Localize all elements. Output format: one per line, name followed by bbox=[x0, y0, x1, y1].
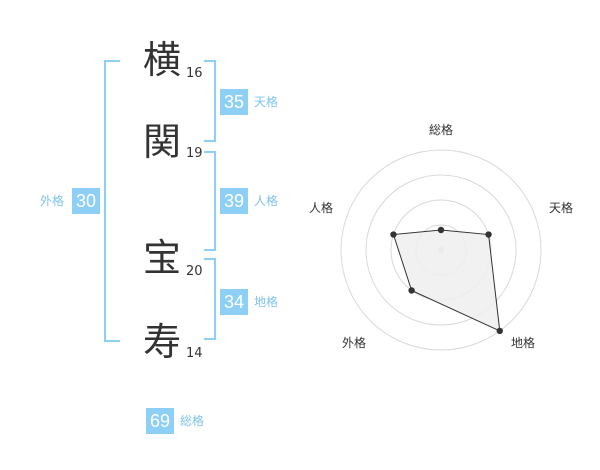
jinkaku-value: 39 bbox=[220, 188, 248, 214]
tenkaku-bracket bbox=[204, 60, 216, 142]
radar-ring bbox=[365, 174, 517, 326]
stroke-count-4: 14 bbox=[186, 346, 203, 361]
gaikaku-bracket bbox=[104, 60, 120, 342]
soukaku-label: 総格 bbox=[180, 414, 205, 428]
radar-label-tenkaku: 天格 bbox=[549, 200, 573, 215]
stroke-count-2: 19 bbox=[186, 146, 203, 161]
tenkaku-label: 天格 bbox=[254, 95, 279, 109]
radar-label-chikaku: 地格 bbox=[511, 335, 535, 350]
radar-points bbox=[390, 226, 503, 335]
chikaku-label: 地格 bbox=[254, 295, 279, 309]
tenkaku-value: 35 bbox=[220, 89, 248, 115]
gaikaku-value: 30 bbox=[72, 188, 100, 214]
radar-point bbox=[485, 231, 492, 238]
radar-point bbox=[390, 231, 397, 238]
radar-label-gaikaku: 外格 bbox=[342, 335, 366, 350]
radar-point bbox=[437, 226, 445, 234]
soukaku-value: 69 bbox=[146, 408, 174, 434]
radar-area bbox=[392, 229, 501, 332]
stroke-count-1: 16 bbox=[186, 66, 203, 81]
radar-label-jinkaku: 人格 bbox=[309, 200, 333, 215]
gaikaku-label: 外格 bbox=[40, 194, 65, 208]
radar-label-soukaku: 総格 bbox=[429, 122, 453, 137]
chikaku-bracket bbox=[204, 258, 216, 340]
name-char-3: 宝 bbox=[143, 236, 182, 280]
radar-point bbox=[496, 327, 503, 335]
radar-ring bbox=[340, 149, 542, 351]
name-char-4: 寿 bbox=[143, 320, 182, 364]
name-char-1: 横 bbox=[143, 38, 182, 82]
chikaku-value: 34 bbox=[220, 289, 248, 315]
radar-point bbox=[408, 287, 415, 294]
jinkaku-bracket bbox=[204, 151, 216, 251]
name-char-2: 関 bbox=[143, 120, 182, 164]
jinkaku-label: 人格 bbox=[254, 194, 279, 208]
stroke-count-3: 20 bbox=[186, 264, 203, 279]
